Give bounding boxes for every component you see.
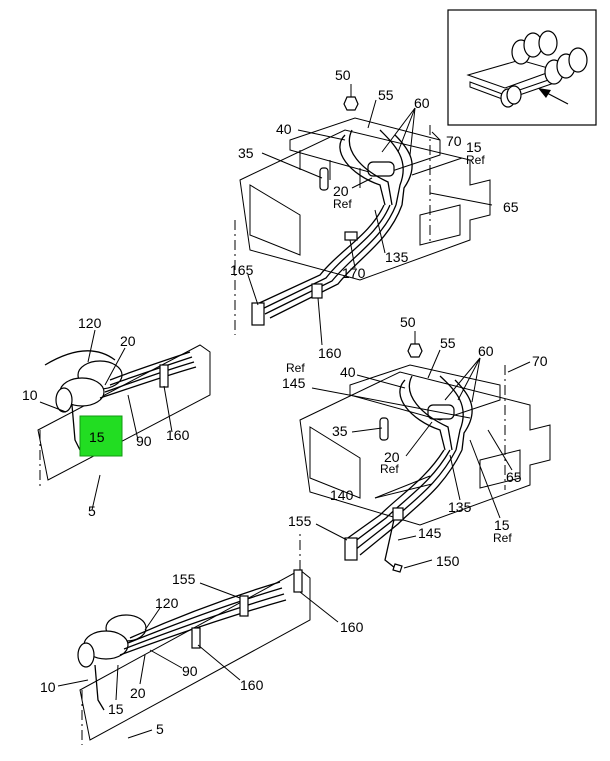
callout-165: 165 bbox=[230, 262, 254, 278]
callout-15: 15 bbox=[108, 701, 124, 717]
callout-55: 55 bbox=[440, 335, 456, 351]
callout-160: 160 bbox=[318, 345, 342, 361]
arrow-left-icon bbox=[538, 88, 569, 105]
inset-wheels bbox=[500, 30, 588, 108]
callout-135: 135 bbox=[448, 499, 472, 515]
inset-locator bbox=[447, 9, 597, 126]
callout-50: 50 bbox=[335, 67, 351, 83]
callout-155: 155 bbox=[172, 571, 196, 587]
callout-160: 160 bbox=[166, 427, 190, 443]
left-assembly: 120 20 10 90 160 5 15 bbox=[22, 315, 211, 519]
callout-120: 120 bbox=[78, 315, 102, 331]
callout-5: 5 bbox=[156, 721, 164, 737]
callout-90: 90 bbox=[136, 433, 152, 449]
right-assembly: 50 55 60 70 40 Ref 145 35 20 Ref 65 140 … bbox=[282, 314, 551, 573]
callout-35: 35 bbox=[238, 145, 254, 161]
callout-20: 20 bbox=[120, 333, 136, 349]
callout-40: 40 bbox=[276, 121, 292, 137]
callout-155: 155 bbox=[288, 513, 312, 529]
callout-35: 35 bbox=[332, 423, 348, 439]
callout-145: 145 bbox=[282, 375, 306, 391]
callout-150: 150 bbox=[436, 553, 460, 569]
callout-15: 15 bbox=[494, 517, 510, 533]
callout-5: 5 bbox=[88, 503, 96, 519]
callout-15-ref: Ref bbox=[466, 153, 485, 167]
highlight-callout-15[interactable]: 15 bbox=[89, 429, 105, 445]
callout-120: 120 bbox=[155, 595, 179, 611]
callout-70: 70 bbox=[446, 133, 462, 149]
callout-60: 60 bbox=[414, 95, 430, 111]
callout-65: 65 bbox=[503, 199, 519, 215]
callout-15-ref: Ref bbox=[493, 531, 512, 545]
callout-170: 170 bbox=[342, 265, 366, 281]
callout-145b: 145 bbox=[418, 525, 442, 541]
callout-70: 70 bbox=[532, 353, 548, 369]
callout-145-ref: Ref bbox=[286, 361, 305, 375]
callout-135: 135 bbox=[385, 249, 409, 265]
callout-90: 90 bbox=[182, 663, 198, 679]
callout-160-a: 160 bbox=[340, 619, 364, 635]
callout-50: 50 bbox=[400, 314, 416, 330]
callout-160-b: 160 bbox=[240, 677, 264, 693]
callout-20: 20 bbox=[130, 685, 146, 701]
callout-60: 60 bbox=[478, 343, 494, 359]
top-assembly: 50 55 60 40 70 15 Ref 35 20 Ref 65 135 1… bbox=[230, 67, 519, 361]
callout-10: 10 bbox=[40, 679, 56, 695]
callout-20: 20 bbox=[384, 449, 400, 465]
callout-140: 140 bbox=[330, 487, 354, 503]
highlight-box[interactable] bbox=[79, 415, 123, 457]
callout-15: 15 bbox=[466, 139, 482, 155]
callout-20: 20 bbox=[333, 183, 349, 199]
callout-20-ref: Ref bbox=[333, 197, 352, 211]
callout-10: 10 bbox=[22, 387, 38, 403]
callout-55: 55 bbox=[378, 87, 394, 103]
bottom-assembly: 155 120 160 90 10 20 15 160 5 bbox=[40, 530, 364, 745]
callout-20-ref: Ref bbox=[380, 462, 399, 476]
callout-40: 40 bbox=[340, 364, 356, 380]
callout-65: 65 bbox=[506, 469, 522, 485]
